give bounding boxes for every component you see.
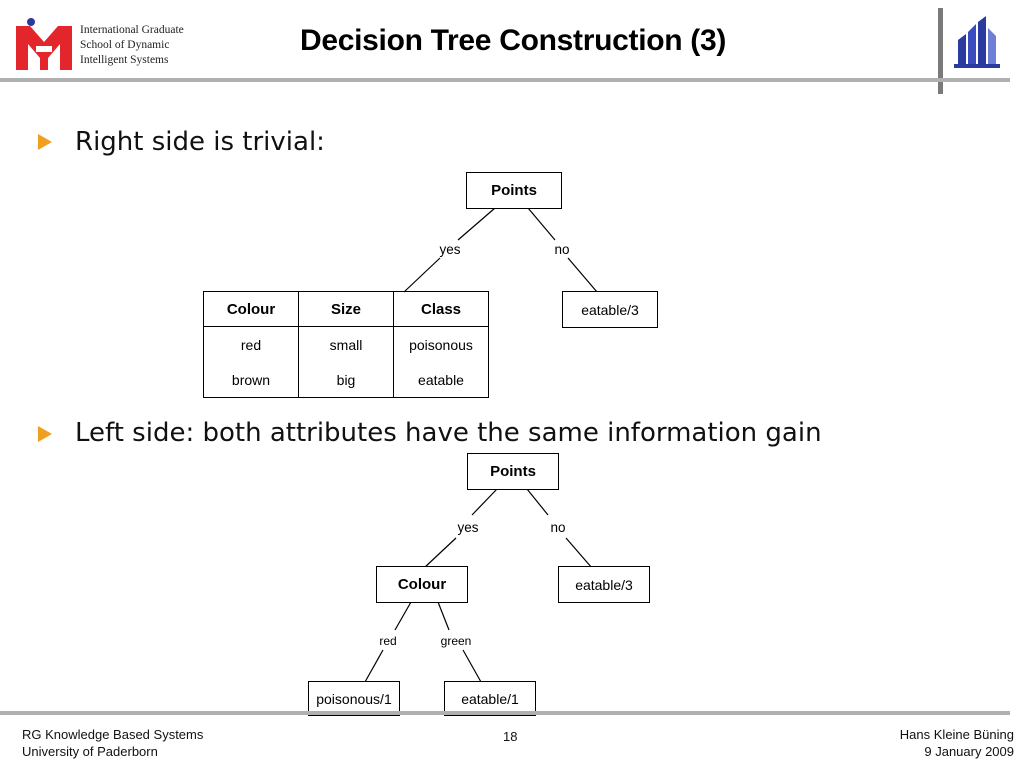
table-header-row: Colour Size Class	[203, 291, 489, 327]
footer-right: Hans Kleine Büning 9 January 2009	[900, 726, 1014, 760]
table-row: brown big eatable	[203, 362, 489, 398]
slide-title: Decision Tree Construction (3)	[300, 24, 727, 57]
footer-author: Hans Kleine Büning	[899, 727, 1014, 742]
header-rule	[0, 78, 1010, 82]
table-cell: eatable	[393, 362, 489, 398]
table-header-colour: Colour	[203, 291, 299, 327]
page-number: 18	[503, 729, 518, 744]
tree-2-right-leaf: eatable/3	[558, 566, 650, 603]
footer-university: University of Paderborn	[22, 744, 158, 759]
table-cell: small	[298, 326, 394, 362]
header-vertical-rule	[938, 8, 943, 94]
bullet-arrow-icon	[38, 426, 52, 442]
footer-date: 9 January 2009	[924, 744, 1014, 759]
table-header-class: Class	[393, 291, 489, 327]
org-name-line-1: International Graduate	[80, 24, 184, 36]
bullet-arrow-icon	[38, 134, 52, 150]
table-header-size: Size	[298, 291, 394, 327]
footer-rule	[0, 711, 1010, 715]
tree-1-data-table: Colour Size Class red small poisonous br…	[203, 291, 489, 398]
tree-2-edge-green: green	[440, 634, 472, 648]
table-cell: big	[298, 362, 394, 398]
org-name: International Graduate School of Dynamic…	[80, 23, 184, 68]
table-cell: poisonous	[393, 326, 489, 362]
tree-2-root-node: Points	[467, 453, 559, 490]
tree-2-leaf-poisonous: poisonous/1	[308, 681, 400, 716]
tree-2-edge-red: red	[379, 634, 397, 648]
tree-2-edge-yes: yes	[457, 520, 479, 535]
tree-1-root-node: Points	[466, 172, 562, 209]
footer-group-name: RG Knowledge Based Systems	[22, 727, 204, 742]
tree-1-edge-yes: yes	[439, 242, 461, 257]
footer-left: RG Knowledge Based Systems University of…	[22, 726, 203, 760]
tree-2-edge-no: no	[550, 520, 566, 535]
table-row: red small poisonous	[203, 326, 489, 362]
university-logo	[954, 16, 1000, 68]
tree-2-leaf-eatable: eatable/1	[444, 681, 536, 716]
tree-2-colour-node: Colour	[376, 566, 468, 603]
bullet-2-text: Left side: both attributes have the same…	[75, 418, 822, 448]
tree-1-right-leaf: eatable/3	[562, 291, 658, 328]
igs-logo	[16, 18, 72, 70]
tree-1-edge-no: no	[554, 242, 570, 257]
bullet-1-text: Right side is trivial:	[75, 127, 325, 157]
org-name-line-2: School of Dynamic	[80, 39, 170, 51]
table-cell: red	[203, 326, 299, 362]
org-name-line-3: Intelligent Systems	[80, 54, 169, 66]
